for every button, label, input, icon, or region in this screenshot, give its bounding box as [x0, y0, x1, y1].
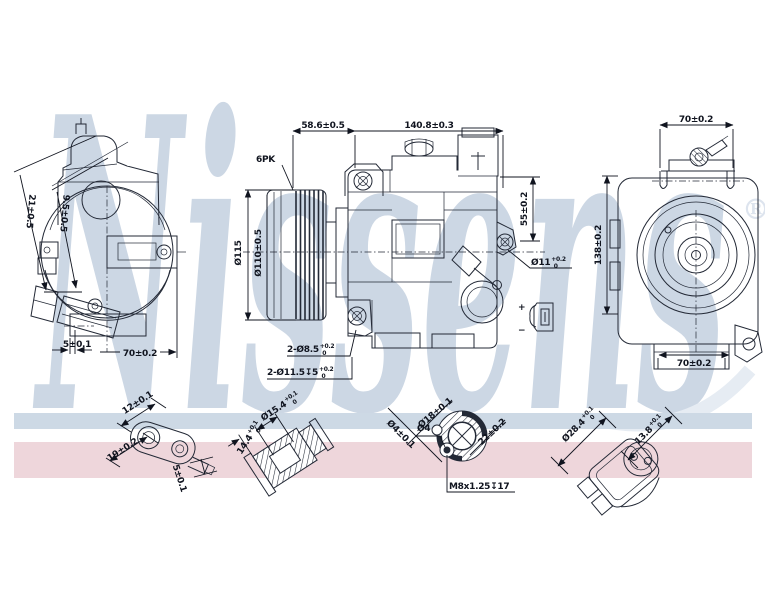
polarity-plus: +	[518, 303, 525, 313]
polarity-connector-icon: + −	[518, 302, 554, 336]
dim-front-pulley-depth: 58.6±0.5	[301, 121, 344, 131]
front-view-drawing: 58.6±0.5 140.8±0.3 6PK Ø115 Ø110±0.5 55±…	[233, 121, 572, 380]
dim-rear-top-span: 70±0.2	[679, 115, 713, 125]
dim-rear-foot-span: 70±0.2	[677, 359, 711, 369]
dim-side-depth-b: 9.5±0.5	[57, 194, 70, 232]
dim-front-pulley-outer-dia: Ø115	[233, 240, 244, 265]
dim-side-depth-a: 21±0.5	[24, 194, 37, 229]
watermark-registered: ®	[742, 193, 765, 226]
detail-spline-hub: Ø15.4+0.10 14.4+0.10	[228, 390, 335, 497]
dim-front-pulley-groove-dia: Ø110±0.5	[253, 229, 264, 277]
dim-front-port-offset: 55±0.2	[520, 192, 530, 226]
side-view-drawing: 21±0.5 9.5±0.5 5±0.1 70±0.2	[13, 118, 186, 359]
dim-front-body-length: 140.8±0.3	[404, 121, 453, 131]
dim-rear-body-height: 138±0.2	[594, 225, 604, 265]
dim-front-belt-type: 6PK	[256, 155, 276, 165]
dim-boss-thread: M8x1.25↧17	[449, 482, 509, 492]
dim-boss-pin-dia: Ø4	[417, 423, 430, 434]
watermark-text: Nissens	[32, 29, 727, 503]
rear-view-drawing: 70±0.2 138±0.2 70±0.2	[594, 115, 763, 370]
dim-side-foot-offset: 5±0.1	[63, 340, 91, 350]
polarity-minus: −	[518, 326, 525, 336]
dim-side-foot-span: 70±0.2	[123, 349, 157, 359]
